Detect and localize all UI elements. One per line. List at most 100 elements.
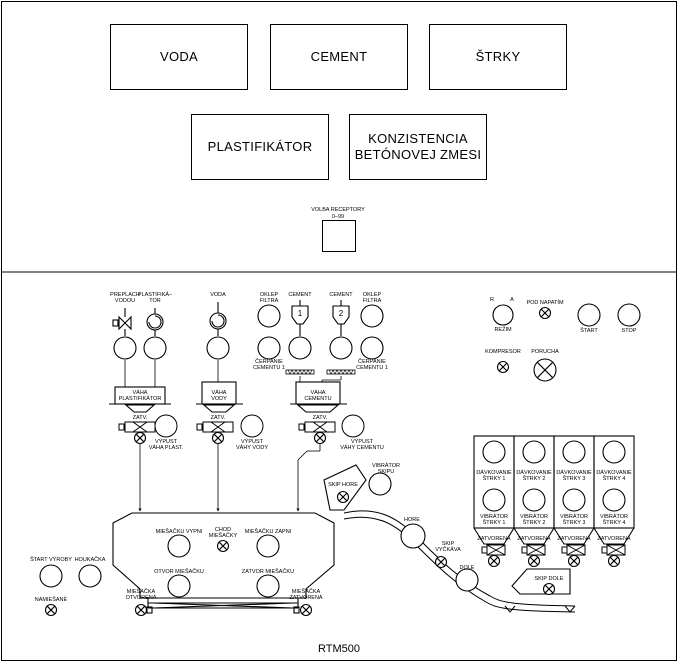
porucha-label: PORUCHA bbox=[531, 349, 559, 355]
konzistencia-button[interactable]: KONZISTENCIA BETÓNOVEJ ZMESI bbox=[349, 114, 487, 180]
vibrator-2-button[interactable] bbox=[522, 488, 546, 512]
vypust-voda-label-1: VÝPUST bbox=[241, 438, 264, 445]
preplach-button[interactable] bbox=[113, 336, 137, 360]
vypust-plast-label-2: VÁHA PLAST. bbox=[149, 444, 184, 451]
oklep-filtra2-label-1: OKLEP bbox=[363, 292, 382, 298]
davkovanie-2-label-1: DÁVKOVANIE bbox=[516, 469, 552, 476]
cement-button-label: CEMENT bbox=[310, 48, 368, 64]
valve-plast-icon bbox=[118, 421, 156, 433]
cement-button[interactable]: CEMENT bbox=[270, 24, 408, 90]
davkovanie-2-label-2: ŠTRKY 2 bbox=[523, 475, 546, 482]
otvor-miesacku-button[interactable] bbox=[167, 574, 191, 598]
vyckava-label-1: SKIP bbox=[442, 541, 455, 547]
vypust-cement-label-2: VÁHY CEMENTU bbox=[340, 444, 384, 451]
plastifikator-label-2: TOR bbox=[149, 298, 161, 304]
chod-indicator bbox=[216, 539, 230, 553]
davkovanie-3-label-2: ŠTRKY 3 bbox=[563, 475, 586, 482]
strky-button[interactable]: ŠTRKY bbox=[429, 24, 567, 90]
oklep-filtra-label-2: FILTRA bbox=[260, 298, 279, 304]
oklep-filtra2-button[interactable] bbox=[360, 304, 384, 328]
oklep-filtra-button[interactable] bbox=[257, 304, 281, 328]
preplach-label-1: PREPLACH bbox=[110, 292, 140, 298]
start-vyroby-button[interactable] bbox=[39, 564, 63, 588]
vibrator-3-button[interactable] bbox=[562, 488, 586, 512]
scale-voda bbox=[196, 381, 243, 413]
skip-vyckava-indicator bbox=[434, 555, 448, 569]
vypust-voda-button[interactable] bbox=[240, 414, 264, 438]
vibrator-skipu-button[interactable] bbox=[368, 472, 392, 496]
konzistencia-button-label: KONZISTENCIA BETÓNOVEJ ZMESI bbox=[354, 130, 482, 162]
zatv-voda-label: ZATV. bbox=[211, 415, 226, 421]
valve-cement-icon bbox=[298, 421, 336, 433]
plastifikator-button[interactable]: PLASTIFIKÁTOR bbox=[191, 114, 329, 180]
davkovanie-3-label-1: DÁVKOVANIE bbox=[556, 469, 592, 476]
strky-button-label: ŠTRKY bbox=[475, 48, 521, 64]
davkovanie-1-label-2: ŠTRKY 1 bbox=[483, 475, 506, 482]
cement-1-button[interactable] bbox=[288, 336, 312, 360]
receptory-input[interactable] bbox=[322, 220, 356, 252]
vypust-plast-label-1: VÝPUST bbox=[155, 438, 178, 445]
scale-voda-label-1: VÁHA bbox=[212, 389, 227, 396]
vibrator-1-button[interactable] bbox=[482, 488, 506, 512]
davkovanie-1-button[interactable] bbox=[482, 440, 506, 464]
cerpanie1-button[interactable] bbox=[257, 336, 281, 360]
cement-2-button[interactable] bbox=[329, 336, 353, 360]
voda-button[interactable]: VODA bbox=[110, 24, 248, 90]
zatvorena-label-1: MIEŠAČKA bbox=[292, 588, 321, 595]
preplach-label-2: VODOU bbox=[115, 298, 135, 304]
vibrator-skipu-label-1: VIBRÁTOR bbox=[372, 462, 400, 469]
receptory-label-line1: VOLBA RECEPTORY bbox=[311, 207, 365, 213]
vibrator-2-label-2: ŠTRKY 2 bbox=[523, 519, 546, 526]
plastifikator-button-label: PLASTIFIKÁTOR bbox=[207, 138, 313, 154]
receptory-label: VOLBA RECEPTORY 0–99 bbox=[311, 207, 365, 220]
rezim-r-label: R bbox=[490, 297, 494, 303]
skip-hore-indicator bbox=[336, 490, 350, 504]
vypust-plast-button[interactable] bbox=[154, 414, 178, 438]
houkacka-button[interactable] bbox=[78, 564, 102, 588]
oklep-filtra-label-1: OKLEP bbox=[260, 292, 279, 298]
zatvorena-1-label: ZATVORENÁ bbox=[477, 535, 511, 542]
zatvor-miesacku-button[interactable] bbox=[256, 574, 280, 598]
cement-silo-1-icon bbox=[291, 300, 309, 336]
davkovanie-3-button[interactable] bbox=[562, 440, 586, 464]
miesacku-zapni-label: MIEŠAČKU ZAPNI bbox=[245, 528, 292, 535]
start-button[interactable] bbox=[577, 303, 601, 327]
miesacku-zapni-button[interactable] bbox=[256, 534, 280, 558]
start-vyroby-label: ŠTART VÝROBY bbox=[30, 556, 72, 563]
davkovanie-2-button[interactable] bbox=[522, 440, 546, 464]
scale-cement bbox=[290, 381, 347, 413]
cerpanie2-button[interactable] bbox=[360, 336, 384, 360]
zatvorena-2-indicator bbox=[527, 554, 541, 568]
pod-napatim-indicator bbox=[538, 306, 552, 320]
start-label: ŠTART bbox=[580, 327, 598, 334]
valve-voda-icon bbox=[196, 421, 234, 433]
plastifikator-pump-button[interactable] bbox=[143, 336, 167, 360]
zatvorena-1-indicator bbox=[487, 554, 501, 568]
stop-button[interactable] bbox=[617, 303, 641, 327]
skip-hore-position-lamp bbox=[400, 523, 426, 549]
vypust-cement-button[interactable] bbox=[341, 414, 365, 438]
vibrator-3-label-1: VIBRÁTOR bbox=[560, 513, 588, 520]
chod-label-1: CHOD bbox=[215, 527, 231, 533]
miesacku-vypni-button[interactable] bbox=[167, 534, 191, 558]
bin-gate-2-icon bbox=[521, 544, 546, 556]
davkovanie-4-button[interactable] bbox=[602, 440, 626, 464]
vibrator-skipu-label-2: SKIPU bbox=[378, 469, 395, 475]
dole-label: DOLE bbox=[460, 565, 475, 571]
hore-label: HORE bbox=[404, 517, 420, 523]
scale-plast-label-2: PLASTIFIKÁTOR bbox=[119, 395, 162, 402]
voda-pump-button[interactable] bbox=[206, 336, 230, 360]
mixer-body bbox=[112, 512, 335, 609]
bin-gate-4-icon bbox=[601, 544, 626, 556]
rezim-a-label: A bbox=[510, 297, 514, 303]
vibrator-4-button[interactable] bbox=[602, 488, 626, 512]
rezim-switch[interactable] bbox=[492, 304, 514, 326]
vibrator-2-label-1: VIBRÁTOR bbox=[520, 513, 548, 520]
vibrator-3-label-2: ŠTRKY 3 bbox=[563, 519, 586, 526]
houkacka-label: HOUKAČKA bbox=[75, 556, 106, 563]
voda-pump-icon bbox=[209, 302, 227, 336]
otvorena-indicator bbox=[134, 603, 148, 617]
silo2-number: 2 bbox=[339, 309, 344, 318]
davkovanie-4-label-2: ŠTRKY 4 bbox=[603, 475, 626, 482]
